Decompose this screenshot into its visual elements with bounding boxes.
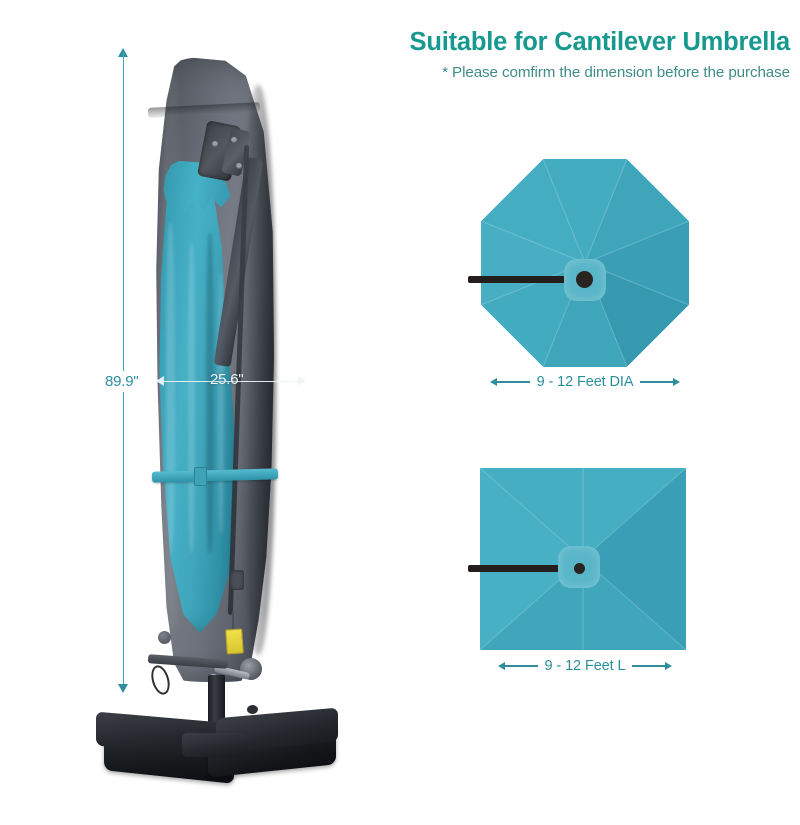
square-canopy-figure <box>468 462 700 662</box>
canopy-hub-center <box>576 271 593 288</box>
warning-label-tag <box>225 628 244 655</box>
width-arrow-right <box>298 376 306 386</box>
page-title: Suitable for Cantilever Umbrella <box>409 28 791 56</box>
fabric-fold <box>166 223 175 553</box>
cantilever-arm <box>468 565 580 572</box>
zipper-pull <box>230 570 244 590</box>
canopy-strap-buckle <box>194 467 207 486</box>
fabric-fold <box>188 243 195 553</box>
width-dimension-line <box>162 380 302 383</box>
side-knob <box>158 631 171 644</box>
dim-arrow-left <box>489 376 530 388</box>
warning-tag-cord <box>232 611 234 631</box>
canopy-hub-center <box>574 563 585 574</box>
fabric-fold <box>206 233 214 553</box>
cover-loop <box>148 663 173 697</box>
bolt <box>236 163 242 169</box>
umbrella-base <box>90 705 350 825</box>
base-center-bracket <box>182 733 248 757</box>
square-canopy-seams <box>480 468 686 650</box>
cantilever-arm <box>468 276 576 283</box>
header-block: Suitable for Cantilever Umbrella * Pleas… <box>330 28 791 82</box>
width-dimension-label: 25.6" <box>210 371 244 388</box>
product-photo <box>90 45 350 785</box>
square-canopy <box>480 468 686 650</box>
page-subtitle: * Please comfirm the dimension before th… <box>442 64 790 82</box>
round-canopy-label: 9 - 12 Feet DIA <box>536 374 634 390</box>
bolt <box>212 141 218 147</box>
foot-nub <box>247 705 258 714</box>
width-arrow-left <box>156 376 164 386</box>
octagon-canopy <box>481 159 689 367</box>
square-canopy-label: 9 - 12 Feet L <box>544 658 626 674</box>
bolt <box>231 137 237 143</box>
height-dimension-label: 89.9" <box>102 371 142 392</box>
height-arrow-down <box>118 684 128 693</box>
round-canopy-figure <box>468 155 700 380</box>
fabric-fold <box>218 273 224 533</box>
infographic-canvas: Suitable for Cantilever Umbrella * Pleas… <box>90 28 791 785</box>
square-canopy-dimension: 9 - 12 Feet L <box>470 658 700 674</box>
octagon-seams <box>481 159 689 367</box>
round-canopy-dimension: 9 - 12 Feet DIA <box>470 374 700 390</box>
dim-arrow-left <box>497 660 538 672</box>
dim-arrow-right <box>632 660 673 672</box>
dim-arrow-right <box>640 376 681 388</box>
